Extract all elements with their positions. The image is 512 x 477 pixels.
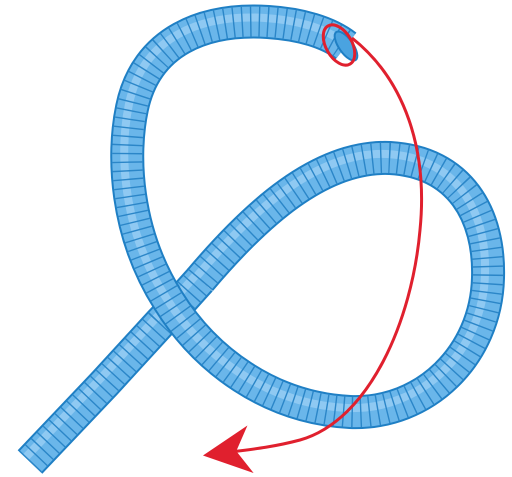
tube-loop — [124, 18, 488, 413]
